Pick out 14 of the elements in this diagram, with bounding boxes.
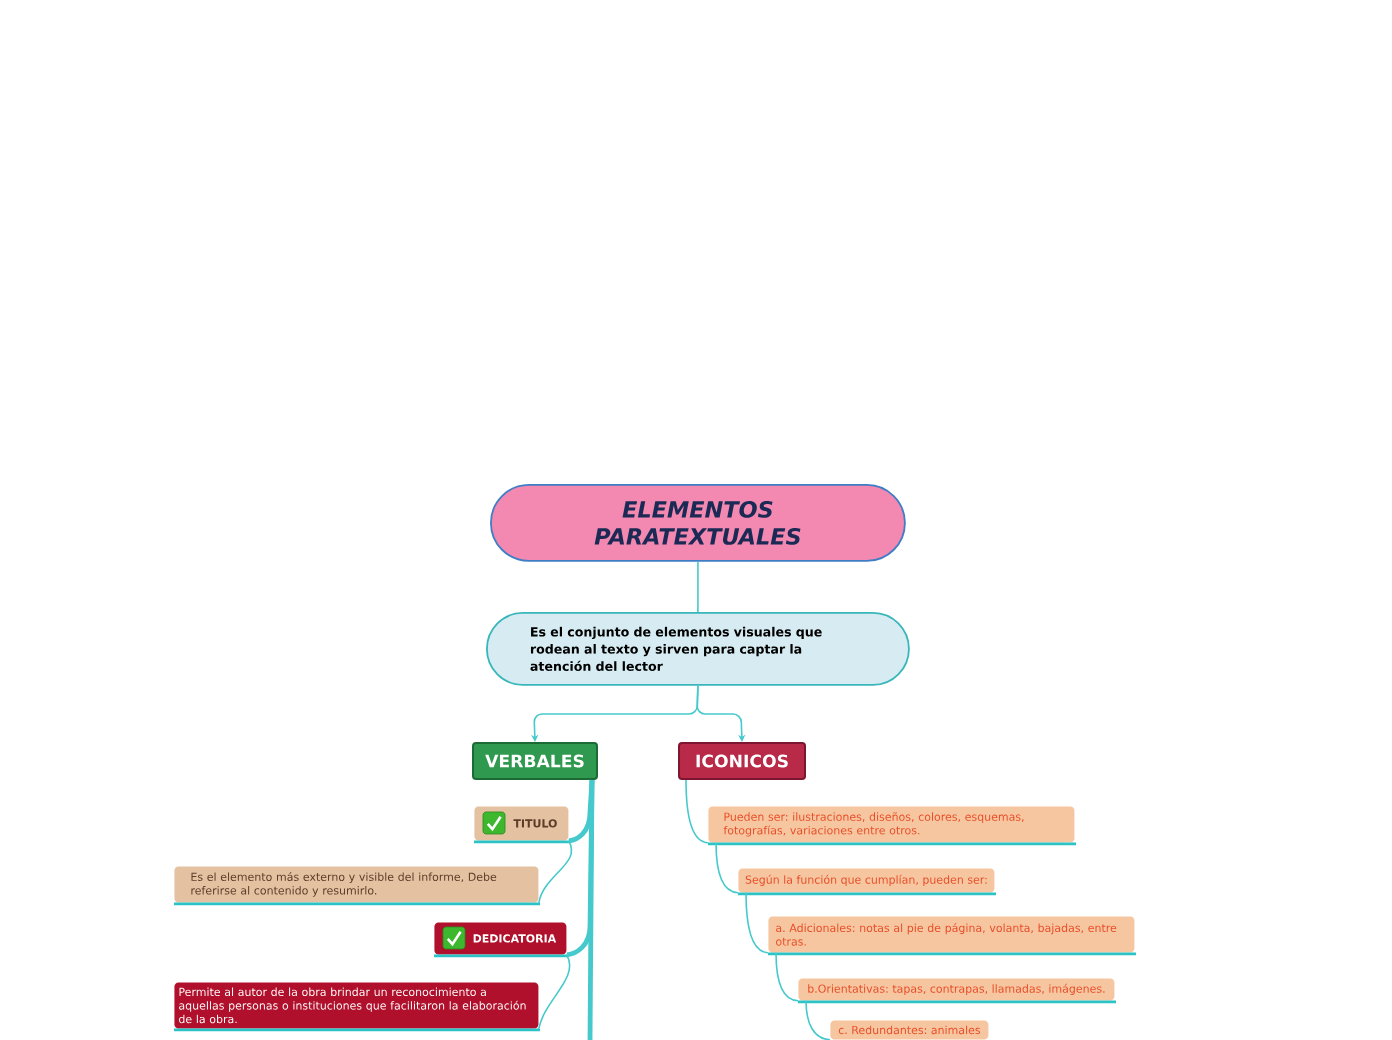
category-box: ICONICOS bbox=[678, 742, 806, 780]
connector-line bbox=[685, 779, 709, 844]
connector-line bbox=[745, 892, 769, 954]
connector-line bbox=[538, 840, 573, 904]
connector-line bbox=[715, 842, 739, 894]
arrow bbox=[696, 685, 746, 742]
central-topic-box: ELEMENTOS PARATEXTUALES bbox=[490, 484, 906, 562]
connector-line bbox=[538, 954, 571, 1030]
connector-line bbox=[568, 779, 595, 844]
category-box: VERBALES bbox=[472, 742, 598, 780]
connector-line bbox=[697, 561, 699, 613]
connector-line bbox=[587, 779, 595, 1040]
connector-line bbox=[805, 1000, 831, 1040]
connector-line bbox=[775, 952, 799, 1002]
